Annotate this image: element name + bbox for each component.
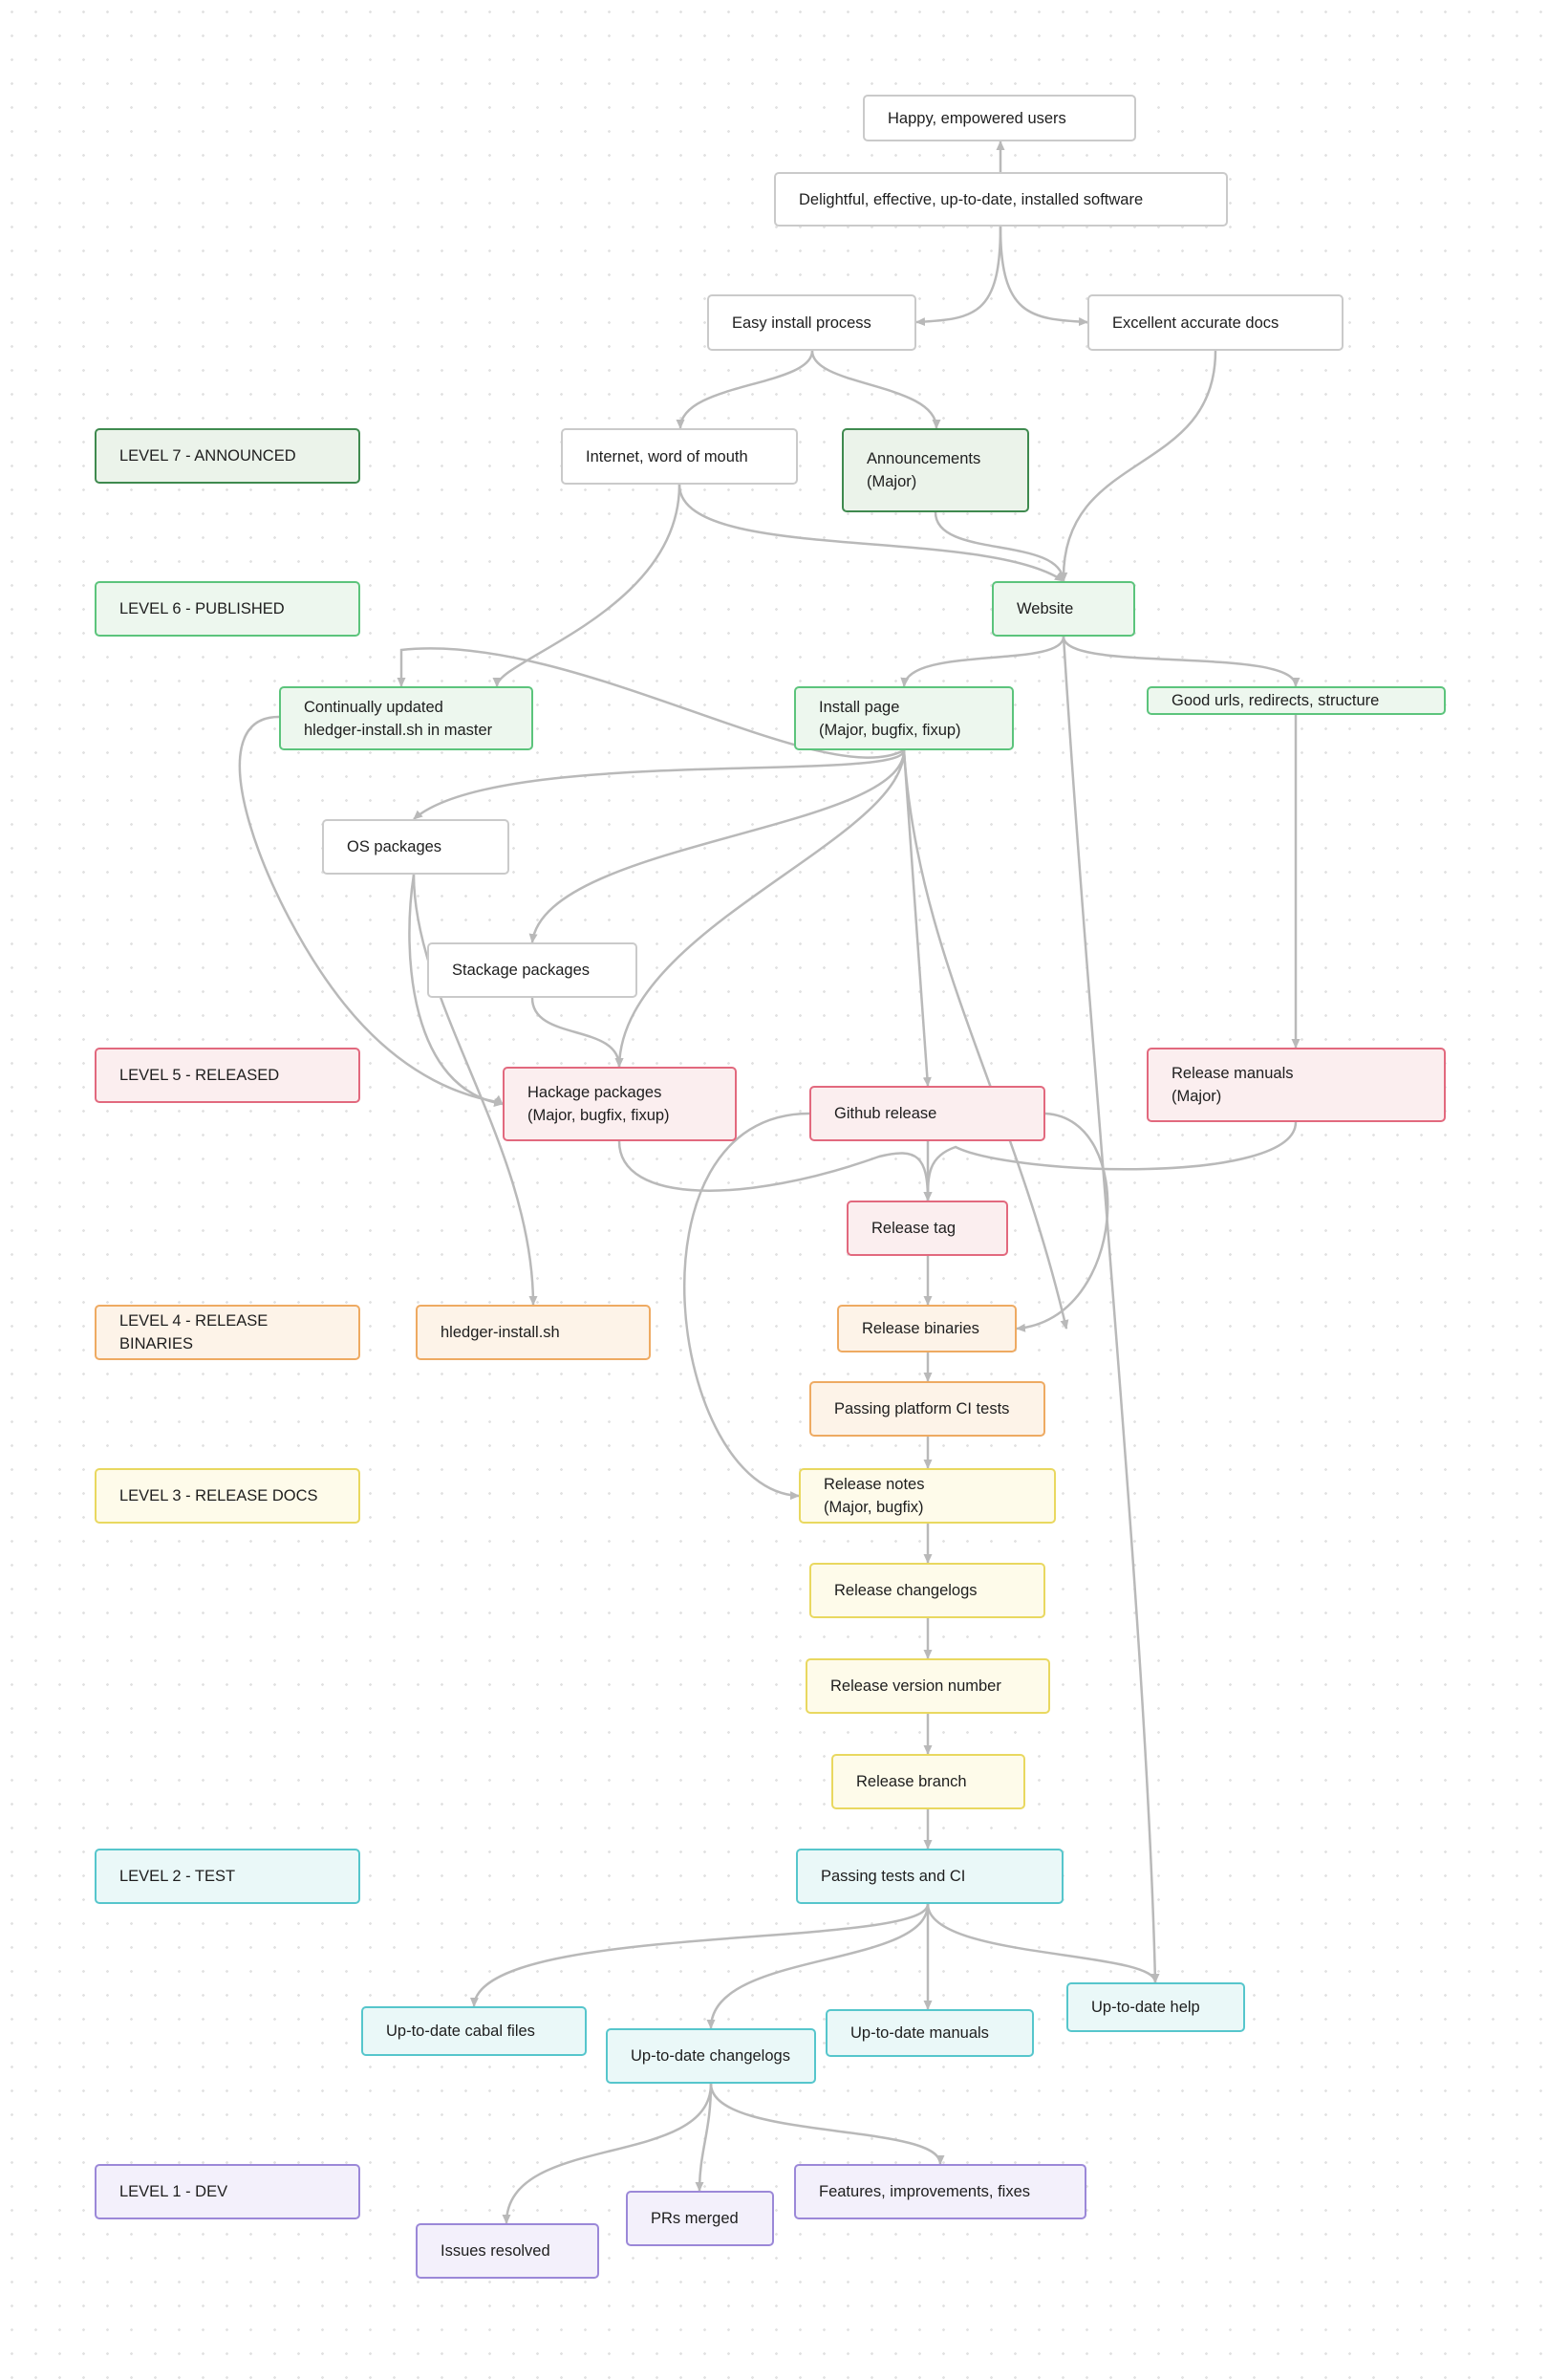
os-packages-node[interactable]: OS packages <box>322 819 509 875</box>
hledger-install-node[interactable]: hledger-install.sh <box>416 1305 651 1360</box>
release-binaries-node[interactable]: Release binaries <box>837 1305 1017 1352</box>
cabal-files-node[interactable]: Up-to-date cabal files <box>361 2006 587 2056</box>
prs-node[interactable]: PRs merged <box>626 2191 774 2246</box>
level6-node[interactable]: LEVEL 6 - PUBLISHED <box>95 581 360 637</box>
level5-node[interactable]: LEVEL 5 - RELEASED <box>95 1048 360 1103</box>
release-tag-node[interactable]: Release tag <box>847 1201 1008 1256</box>
level7-node[interactable]: LEVEL 7 - ANNOUNCED <box>95 428 360 484</box>
passing-tests-node[interactable]: Passing tests and CI <box>796 1849 1064 1904</box>
release-version-node[interactable]: Release version number <box>806 1658 1050 1714</box>
changelogs-node[interactable]: Up-to-date changelogs <box>606 2028 816 2084</box>
level3-node[interactable]: LEVEL 3 - RELEASE DOCS <box>95 1468 360 1524</box>
edge-release-binaries-to-github-release <box>1016 1112 1109 1332</box>
edge-website-to-accurate-docs <box>1059 350 1217 582</box>
edge-continually-to-internet <box>492 484 681 687</box>
level4-node[interactable]: LEVEL 4 - RELEASE BINARIES <box>95 1305 360 1360</box>
stackage-node[interactable]: Stackage packages <box>427 942 637 998</box>
edge-website-to-announcements <box>934 511 1067 582</box>
release-changelogs-node[interactable]: Release changelogs <box>809 1563 1045 1618</box>
continually-node[interactable]: Continually updated hledger-install.sh i… <box>279 686 533 750</box>
announcements-node[interactable]: Announcements (Major) <box>842 428 1029 512</box>
edge-cabal-files-to-passing-tests <box>469 1903 930 2007</box>
accurate-docs-node[interactable]: Excellent accurate docs <box>1087 294 1344 351</box>
edge-good-urls-to-website <box>1062 636 1301 687</box>
hackage-node[interactable]: Hackage packages (Major, bugfix, fixup) <box>503 1067 737 1141</box>
github-release-node[interactable]: Github release <box>809 1086 1045 1141</box>
edge-accurate-docs-to-delightful <box>999 226 1088 327</box>
edge-hackage-to-stackage <box>530 997 624 1068</box>
edge-prs-to-changelogs <box>695 2083 713 2192</box>
level2-node[interactable]: LEVEL 2 - TEST <box>95 1849 360 1904</box>
issues-node[interactable]: Issues resolved <box>416 2223 599 2279</box>
edge-features-to-changelogs <box>709 2083 945 2165</box>
install-page-node[interactable]: Install page (Major, bugfix, fixup) <box>794 686 1014 750</box>
internet-node[interactable]: Internet, word of mouth <box>561 428 798 485</box>
release-manuals-node[interactable]: Release manuals (Major) <box>1147 1048 1446 1122</box>
edge-release-notes-to-github-release <box>682 1112 810 1501</box>
edge-announcements-to-easy-install <box>810 350 941 429</box>
features-node[interactable]: Features, improvements, fixes <box>794 2164 1086 2219</box>
edge-hackage-to-continually <box>238 715 504 1106</box>
edge-easy-install-to-delightful <box>915 226 1002 327</box>
edge-install-page-to-website <box>900 636 1065 687</box>
website-node[interactable]: Website <box>992 581 1135 637</box>
edge-hackage-to-install-page <box>614 749 906 1068</box>
edge-os-packages-to-install-page <box>413 749 906 820</box>
happy-node[interactable]: Happy, empowered users <box>863 95 1136 141</box>
edge-internet-to-easy-install <box>676 350 814 429</box>
edge-release-tag-to-hackage <box>617 1140 933 1201</box>
help-node[interactable]: Up-to-date help <box>1066 1982 1245 2032</box>
easy-install-node[interactable]: Easy install process <box>707 294 916 351</box>
level1-node[interactable]: LEVEL 1 - DEV <box>95 2164 360 2219</box>
good-urls-node[interactable]: Good urls, redirects, structure <box>1147 686 1446 715</box>
manuals-node[interactable]: Up-to-date manuals <box>826 2009 1034 2057</box>
platform-ci-node[interactable]: Passing platform CI tests <box>809 1381 1045 1437</box>
edge-help-to-passing-tests <box>926 1903 1160 1983</box>
release-branch-node[interactable]: Release branch <box>831 1754 1025 1809</box>
delightful-node[interactable]: Delightful, effective, up-to-date, insta… <box>774 172 1228 227</box>
edge-stackage-to-install-page <box>528 749 906 943</box>
edge-github-release-to-install-page <box>902 749 932 1087</box>
release-notes-node[interactable]: Release notes (Major, bugfix) <box>799 1468 1056 1524</box>
edge-help-to-website <box>1062 636 1160 1983</box>
